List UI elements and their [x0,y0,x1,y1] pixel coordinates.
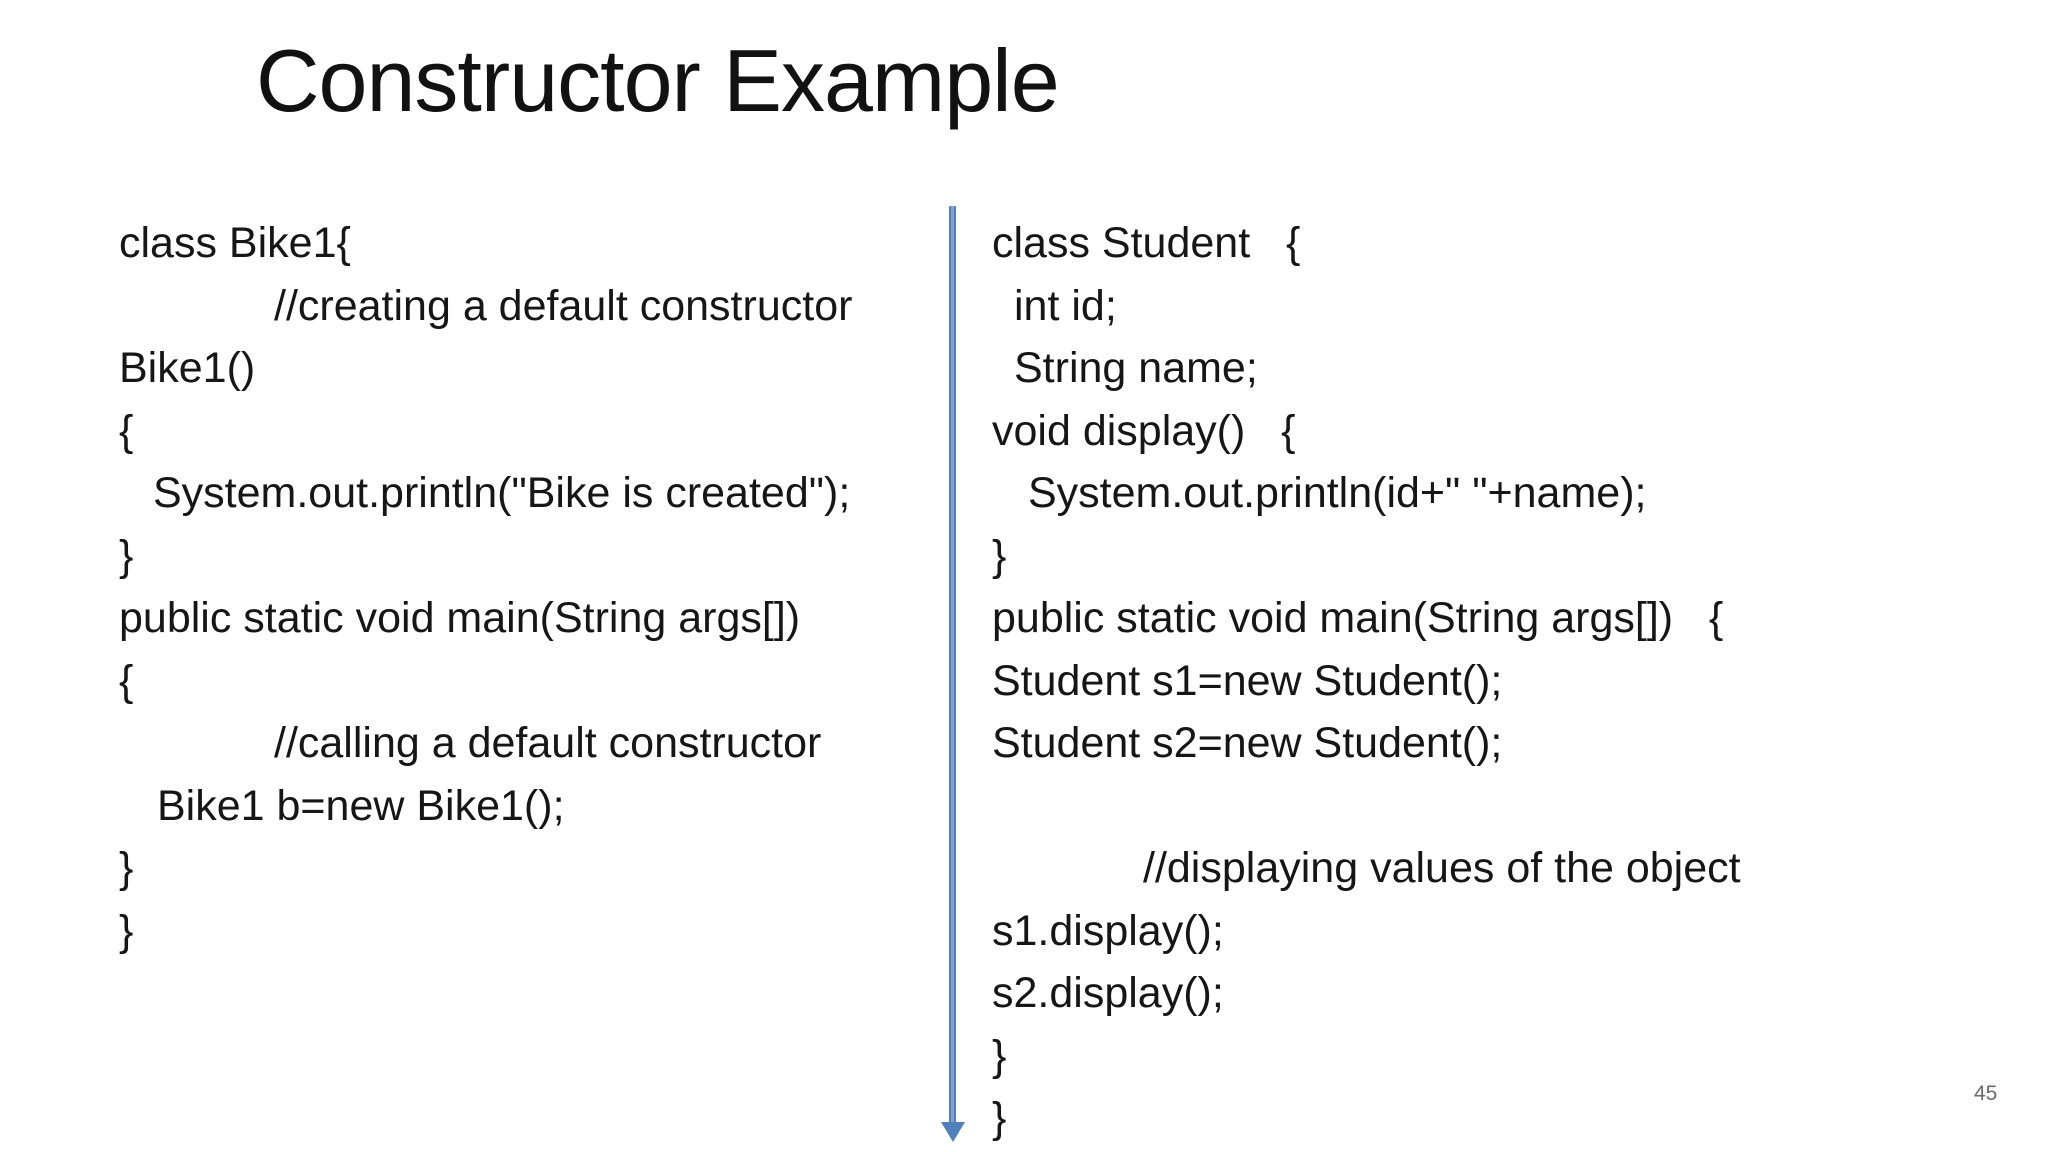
code-line: } [119,844,134,892]
slide-title: Constructor Example [256,31,1060,130]
code-line: int id; [1014,281,1117,330]
code-line: //displaying values of the object [1143,844,1741,892]
code-line: } [992,1094,1007,1142]
code-line: s1.display(); [992,906,1224,955]
code-line: public static void main(String args[]) [119,594,801,642]
code-line [992,775,1992,838]
code-line: Bike1 b=new Bike1(); [157,781,565,830]
code-line: //calling a default constructor [274,719,822,767]
code-line: Student s1=new Student(); [992,656,1503,705]
code-line: void display() { [992,406,1296,455]
student-code-block: class Student { int id; String name; void d… [992,212,1992,1150]
code-line: Student s2=new Student(); [992,719,1503,767]
code-line: } [992,1031,1007,1080]
code-line: class Bike1{ [119,219,351,267]
code-line: System.out.println("Bike is created"); [153,469,851,517]
code-line: s2.display(); [992,969,1224,1017]
down-arrow-icon [941,1122,965,1142]
code-line: { [119,656,134,705]
code-line: } [119,906,134,955]
bike-code-block: class Bike1{ //creating a default constru… [119,212,939,962]
code-line: class Student { [992,219,1301,267]
code-line: System.out.println(id+" "+name); [1028,469,1647,517]
code-line: public static void main(String args[]) { [992,594,1724,642]
code-line: //creating a default constructor [274,281,853,330]
page-number: 45 [1974,1082,1998,1105]
code-line: String name; [1014,344,1258,392]
code-line: } [119,531,134,580]
code-line: Bike1() [119,344,256,392]
vertical-divider-line [949,206,956,1124]
code-line: { [119,406,134,455]
code-line: } [992,531,1007,580]
